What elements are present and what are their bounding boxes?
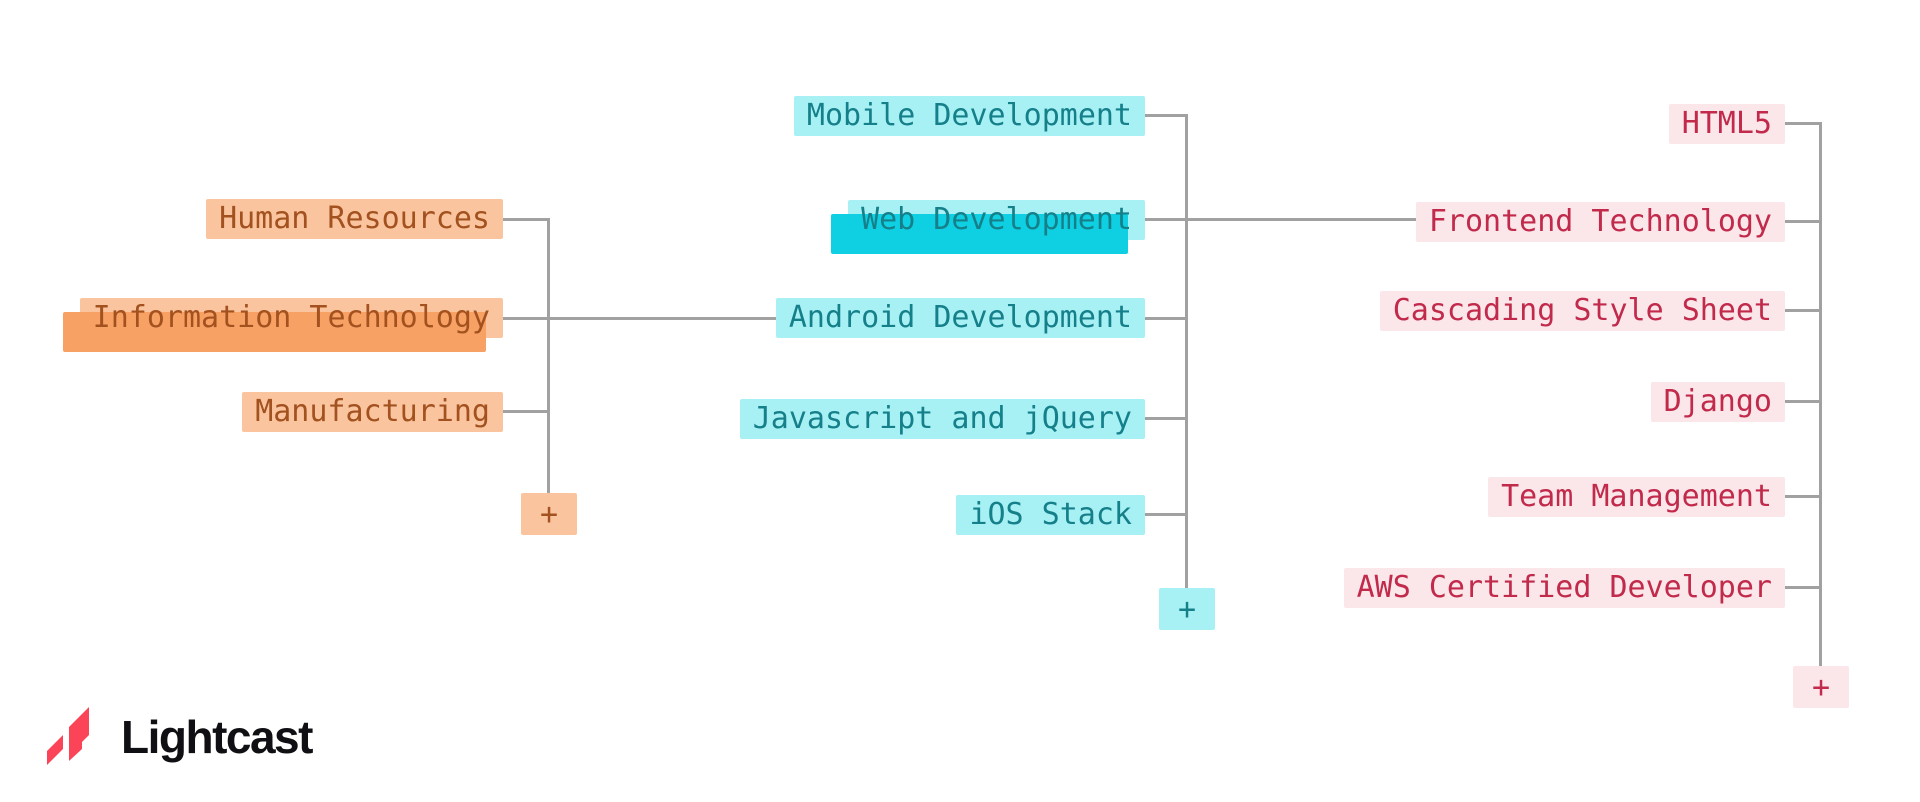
connector-web-development — [1145, 218, 1422, 221]
node-skill-frontend-technology[interactable]: Frontend Technology — [1415, 202, 1785, 242]
node-skill-aws-certified-developer[interactable]: AWS Certified Developer — [1343, 568, 1785, 608]
industry-spine-line — [547, 218, 550, 495]
lightcast-wordmark: Lightcast — [121, 711, 313, 763]
connector-human-resources — [503, 218, 550, 221]
connector-android-development — [1145, 317, 1188, 320]
node-skillgroup-web-development-selected[interactable]: Web Development — [831, 200, 1145, 254]
node-skill-cascading-style-sheet[interactable]: Cascading Style Sheet — [1379, 291, 1785, 331]
connector-aws-certified-developer — [1785, 586, 1822, 589]
node-skill-team-management[interactable]: Team Management — [1488, 477, 1785, 517]
connector-manufacturing — [503, 410, 550, 413]
lightcast-logo-icon — [47, 707, 89, 765]
node-skill-django[interactable]: Django — [1650, 382, 1785, 422]
connector-cascading-style-sheet — [1785, 309, 1822, 312]
node-skillgroup-android-development[interactable]: Android Development — [775, 298, 1145, 338]
connector-mobile-development — [1145, 114, 1188, 117]
connector-django — [1785, 400, 1822, 403]
add-skill-button[interactable]: + — [1793, 666, 1849, 708]
add-skill-group-button[interactable]: + — [1159, 588, 1215, 630]
connector-frontend-technology — [1785, 220, 1822, 223]
connector-javascript-jquery — [1145, 417, 1188, 420]
node-skillgroup-mobile-development[interactable]: Mobile Development — [793, 96, 1145, 136]
lightcast-logo: Lightcast — [45, 703, 313, 771]
node-skill-html5[interactable]: HTML5 — [1668, 104, 1785, 144]
add-industry-button[interactable]: + — [521, 493, 577, 535]
node-skillgroup-ios-stack[interactable]: iOS Stack — [956, 495, 1145, 535]
connector-html5 — [1785, 122, 1822, 125]
skill-group-spine-line — [1185, 114, 1188, 590]
connector-information-technology — [503, 317, 777, 320]
connector-ios-stack — [1145, 513, 1188, 516]
node-industry-manufacturing[interactable]: Manufacturing — [242, 392, 503, 432]
node-industry-human-resources[interactable]: Human Resources — [206, 199, 503, 239]
node-industry-information-technology-selected[interactable]: Information Technology — [62, 298, 503, 352]
connector-team-management — [1785, 495, 1822, 498]
node-skillgroup-javascript-and-jquery[interactable]: Javascript and jQuery — [739, 399, 1145, 439]
skill-spine-line — [1819, 122, 1822, 668]
